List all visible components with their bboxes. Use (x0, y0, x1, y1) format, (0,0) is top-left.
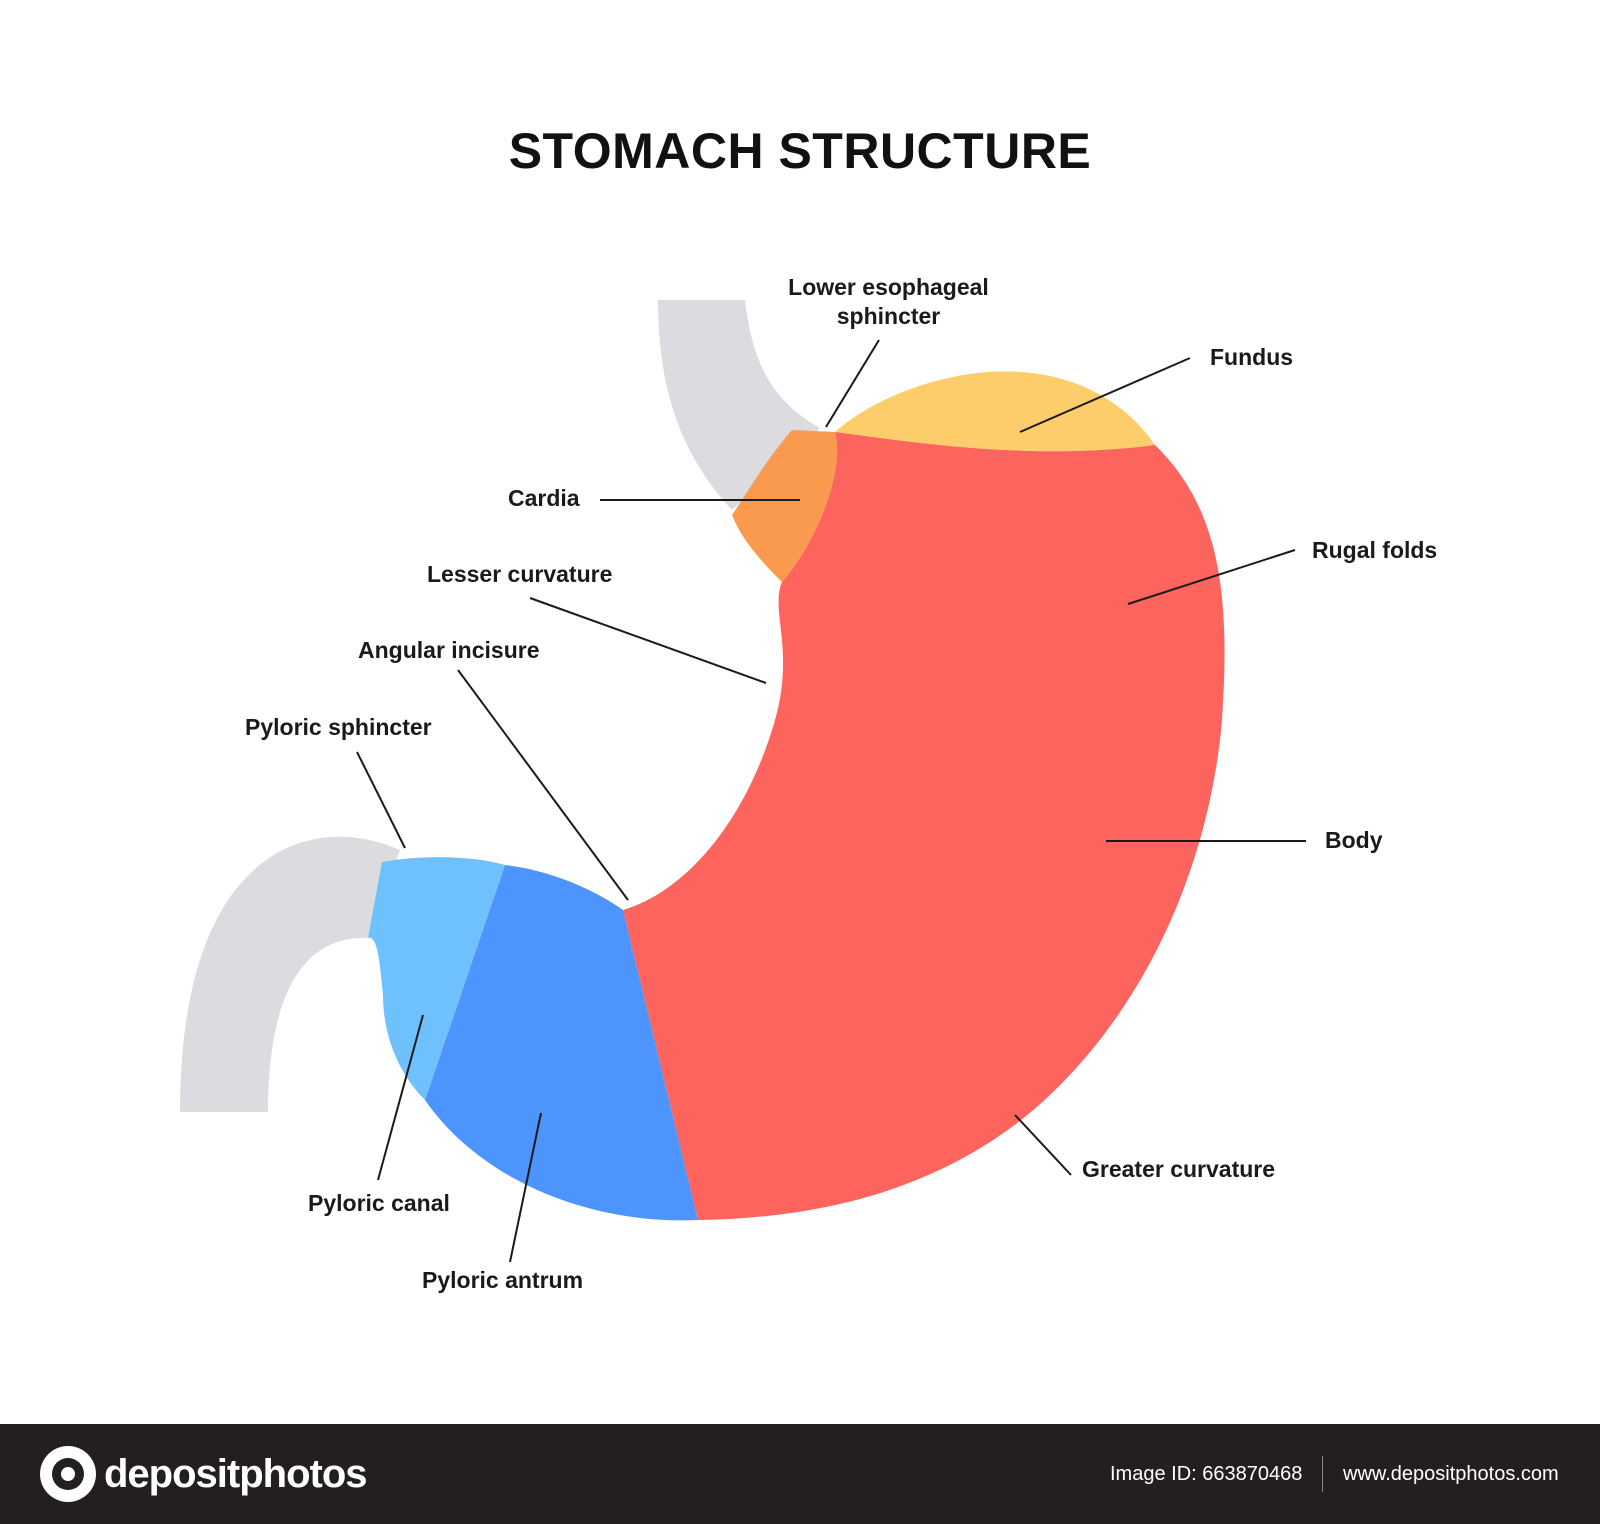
leader-line-pyloric-antrum (509, 1112, 542, 1263)
label-lower-esophageal-sphincter: Lower esophageal sphincter (760, 273, 1017, 331)
label-body: Body (1325, 827, 1383, 853)
body-region (623, 432, 1225, 1220)
label-lesser-curvature: Lesser curvature (427, 561, 613, 587)
leader-line-pyloric-sphincter (356, 751, 406, 849)
leader-line-lower-esophageal-sphincter (825, 339, 880, 428)
page-title: STOMACH STRUCTURE (508, 123, 1092, 179)
pyloric-canal-region (368, 857, 505, 1100)
duodenum (180, 836, 400, 1112)
camera-logo-dot (61, 1467, 75, 1481)
watermark-footer: depositphotos Image ID: 663870468 www.de… (0, 1424, 1600, 1524)
cardia-region (732, 430, 838, 582)
label-rugal-folds: Rugal folds (1312, 537, 1438, 563)
label-lower-esophageal-sphincter-line2: sphincter (836, 303, 941, 329)
brand-logo-text: depositphotos (104, 1452, 368, 1496)
leader-line-lesser-curvature (529, 597, 767, 684)
label-cardia: Cardia (508, 485, 580, 511)
label-fundus: Fundus (1210, 344, 1294, 370)
leader-line-fundus (1019, 357, 1191, 433)
leader-line-pyloric-canal (377, 1014, 424, 1181)
leader-line-rugal-folds (1127, 549, 1296, 605)
leader-line-angular-incisure (457, 669, 629, 901)
leader-lines (356, 339, 1306, 1263)
label-pyloric-canal: Pyloric canal (308, 1190, 450, 1216)
fundus-region (835, 371, 1155, 452)
label-greater-curvature: Greater curvature (1082, 1156, 1276, 1182)
leader-line-greater-curvature (1014, 1114, 1072, 1176)
footer-divider (1322, 1456, 1323, 1492)
label-angular-incisure: Angular incisure (358, 637, 540, 663)
site-url: www.depositphotos.com (1343, 1463, 1559, 1485)
label-pyloric-sphincter: Pyloric sphincter (245, 714, 432, 740)
image-id: Image ID: 663870468 (1110, 1463, 1303, 1485)
label-pyloric-antrum: Pyloric antrum (422, 1267, 584, 1293)
pyloric-antrum-region (425, 865, 698, 1221)
label-lower-esophageal-sphincter-line1: Lower esophageal (788, 274, 989, 300)
camera-logo-icon (40, 1446, 96, 1502)
camera-logo-lens (52, 1458, 84, 1490)
